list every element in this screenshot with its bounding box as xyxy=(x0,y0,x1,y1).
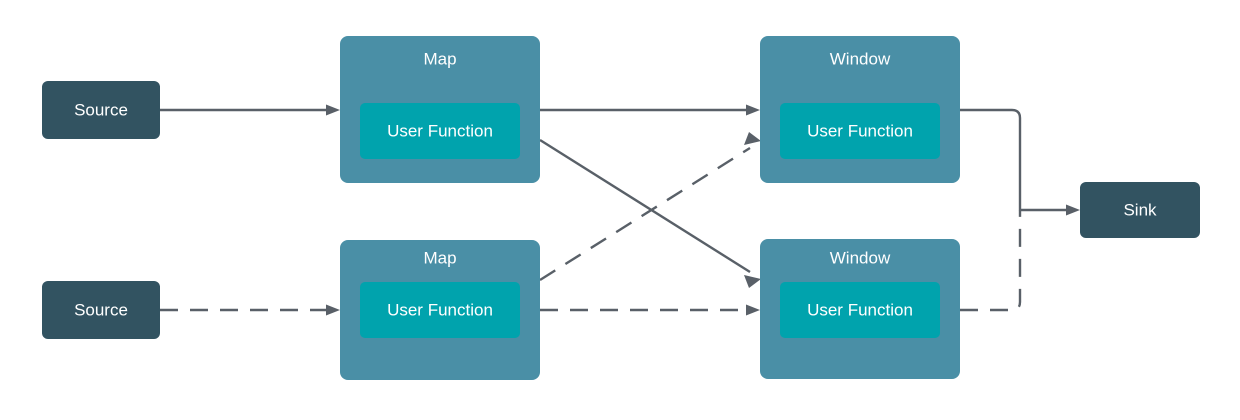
edge-map-bottom-to-window-top xyxy=(539,132,761,282)
map-top-label: Map xyxy=(423,49,456,68)
arrowhead-icon-window-top-sink xyxy=(1066,204,1080,216)
window-top-user-function-box[interactable] xyxy=(780,103,940,159)
edge-layer xyxy=(160,104,1080,316)
map-top-user-function-label: User Function xyxy=(387,121,493,140)
arrowhead-icon-map-bottom-window-top xyxy=(744,132,761,145)
edge-source-top-to-map-top xyxy=(160,104,340,116)
map-top-user-function-box[interactable] xyxy=(360,103,520,159)
edge-map-top-to-window-bottom xyxy=(539,138,761,288)
node-map-bottom[interactable]: Map User Function xyxy=(340,240,540,380)
source-bottom-box[interactable] xyxy=(42,281,160,339)
arrowhead-icon-source-bottom-map-bottom xyxy=(326,304,340,316)
window-top-user-function-label: User Function xyxy=(807,121,913,140)
arrowhead-icon-map-top-window-top xyxy=(746,104,760,116)
node-source-top[interactable]: Source xyxy=(42,81,160,139)
node-layer: Source Source Map User Function Map User… xyxy=(42,36,1200,380)
edge-source-bottom-to-map-bottom xyxy=(160,304,340,316)
edge-map-top-to-window-top xyxy=(540,104,760,116)
map-bottom-user-function-label: User Function xyxy=(387,300,493,319)
arrowhead-icon-map-bottom-window-bottom xyxy=(746,304,760,316)
edge-map-bottom-to-window-bottom xyxy=(540,304,760,316)
source-bottom-label: Source xyxy=(74,300,128,319)
source-top-box[interactable] xyxy=(42,81,160,139)
source-top-label: Source xyxy=(74,100,128,119)
window-bottom-label: Window xyxy=(830,248,891,267)
edge-line-map-bottom-window-top xyxy=(539,146,751,282)
map-bottom-label: Map xyxy=(423,248,456,267)
node-map-top[interactable]: Map User Function xyxy=(340,36,540,183)
edge-line-window-top-sink xyxy=(960,108,1069,212)
node-window-bottom[interactable]: Window User Function xyxy=(760,239,960,379)
window-top-label: Window xyxy=(830,49,891,68)
window-bottom-user-function-box[interactable] xyxy=(780,282,940,338)
sink-label: Sink xyxy=(1123,200,1157,219)
arrowhead-icon-map-top-window-bottom xyxy=(744,275,761,288)
map-bottom-user-function-box[interactable] xyxy=(360,282,520,338)
edge-window-top-to-sink xyxy=(960,108,1080,216)
node-sink[interactable]: Sink xyxy=(1080,182,1200,238)
node-window-top[interactable]: Window User Function xyxy=(760,36,960,183)
edge-line-map-top-window-bottom xyxy=(539,138,751,274)
sink-box[interactable] xyxy=(1080,182,1200,238)
node-source-bottom[interactable]: Source xyxy=(42,281,160,339)
arrowhead-icon-source-top-map-top xyxy=(326,104,340,116)
edge-window-bottom-to-sink xyxy=(960,210,1022,312)
window-bottom-user-function-label: User Function xyxy=(807,300,913,319)
edge-line-window-bottom-sink xyxy=(960,210,1022,312)
